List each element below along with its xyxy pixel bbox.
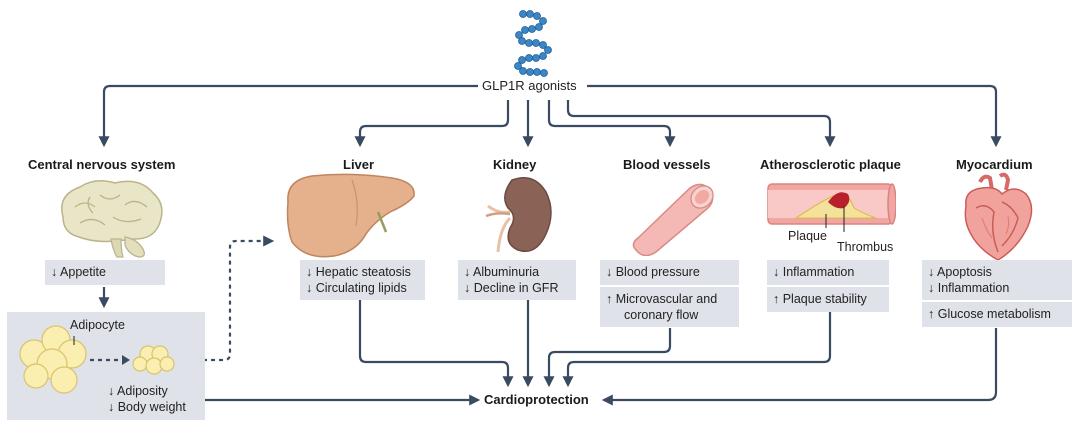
myocardium-effect-inflammation: ↓ Inflammation	[928, 281, 1010, 295]
myocardium-title: Myocardium	[956, 157, 1033, 172]
plaque-effect-stability: ↑ Plaque stability	[773, 292, 867, 306]
adipose-effect-body-weight: ↓ Body weight	[108, 400, 186, 414]
plaque-effect-box-2: ↑ Plaque stability	[767, 287, 889, 312]
arrow-to-cns	[98, 84, 478, 148]
vessels-effect-box-2: ↑ Microvascular and coronary flow	[600, 287, 739, 327]
kidney-effect-box: ↓ Albuminuria ↓ Decline in GFR	[458, 260, 576, 300]
blood-vessel-icon	[632, 183, 714, 256]
heart-icon	[964, 172, 1033, 261]
vessels-title: Blood vessels	[623, 157, 711, 172]
plaque-label: Plaque	[788, 229, 827, 243]
plaque-effect-inflammation: ↓ Inflammation	[773, 265, 855, 279]
liver-effect-steatosis: ↓ Hepatic steatosis	[306, 265, 411, 279]
arrow-to-vessels	[547, 100, 676, 148]
myocardium-effect-box-1: ↓ Apoptosis ↓ Inflammation	[922, 260, 1072, 300]
plaque-title: Atherosclerotic plaque	[760, 157, 901, 172]
glp1r-peptide-icon	[514, 10, 552, 77]
arrow-adipose-to-liver	[195, 235, 275, 362]
plaque-artery-icon	[767, 183, 896, 232]
kidney-icon	[485, 177, 552, 253]
arrow-to-plaque	[566, 100, 836, 148]
arrow-to-myocardium	[587, 84, 1002, 148]
brain-icon	[61, 180, 163, 258]
vessels-effect-flow-1: ↑ Microvascular and	[606, 292, 718, 306]
liver-effect-lipids: ↓ Circulating lipids	[306, 281, 407, 295]
glp1r-agonists-label: GLP1R agonists	[482, 78, 577, 93]
vessels-effect-box-1: ↓ Blood pressure	[600, 260, 739, 285]
cns-title: Central nervous system	[28, 157, 176, 172]
kidney-effect-albuminuria: ↓ Albuminuria	[464, 265, 540, 279]
cardioprotection-label: Cardioprotection	[484, 392, 589, 407]
arrow-myocardium-to-cardio	[601, 328, 998, 406]
thrombus-label: Thrombus	[837, 240, 894, 254]
myocardium-effect-box-2: ↑ Glucose metabolism	[922, 302, 1072, 327]
adipocytes-icon	[19, 325, 175, 394]
arrow-vessels-to-cardio	[543, 328, 672, 388]
adipose-effect-adiposity: ↓ Adiposity	[108, 384, 168, 398]
vessels-effect-flow-2: coronary flow	[624, 308, 699, 322]
liver-effect-box: ↓ Hepatic steatosis ↓ Circulating lipids	[300, 260, 425, 300]
cns-effect-box: ↓ Appetite	[45, 260, 165, 285]
kidney-effect-gfr: ↓ Decline in GFR	[464, 281, 559, 295]
plaque-effect-box-1: ↓ Inflammation	[767, 260, 889, 285]
myocardium-effect-apoptosis: ↓ Apoptosis	[928, 265, 992, 279]
arrow-to-liver	[354, 100, 510, 148]
arrow-liver-to-cardio	[358, 300, 514, 388]
myocardium-effect-glucose: ↑ Glucose metabolism	[928, 307, 1051, 321]
adipocyte-label: Adipocyte	[70, 318, 125, 332]
liver-title: Liver	[343, 157, 375, 172]
liver-icon	[286, 173, 415, 258]
cns-effect-appetite: ↓ Appetite	[51, 265, 106, 279]
arrow-plaque-to-cardio	[562, 312, 832, 388]
kidney-title: Kidney	[493, 157, 537, 172]
vessels-effect-bp: ↓ Blood pressure	[606, 265, 700, 279]
adipose-effects: ↓ Adiposity ↓ Body weight	[108, 383, 186, 415]
